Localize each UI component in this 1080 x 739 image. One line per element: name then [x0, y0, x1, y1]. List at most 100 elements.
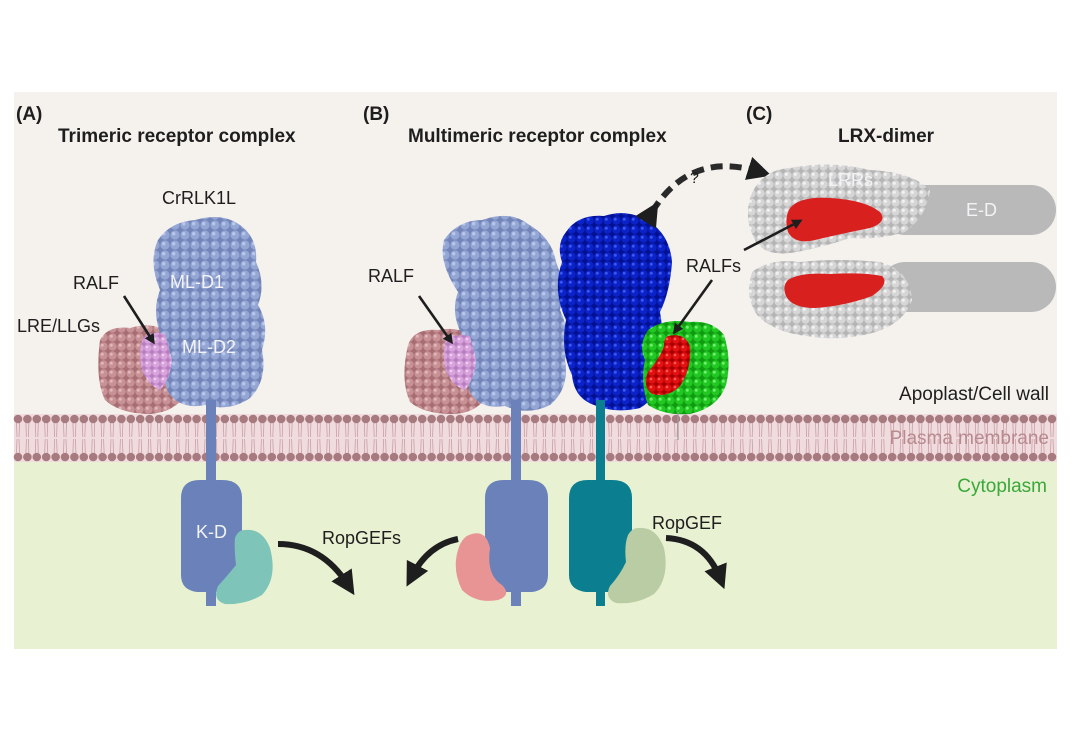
- lipid-head: [681, 414, 690, 424]
- lipid-head: [671, 414, 681, 424]
- lipid-head: [135, 414, 145, 424]
- lipid-tail: [260, 422, 265, 454]
- lipid-tail: [382, 422, 387, 454]
- lipid-tail: [674, 422, 678, 454]
- lipid-head: [70, 414, 79, 424]
- lipid-head: [812, 452, 822, 462]
- lipid-head: [624, 452, 634, 462]
- lipid-head: [60, 414, 70, 424]
- lipid-head: [981, 452, 991, 462]
- lipid-head: [98, 414, 107, 424]
- lipid-head: [981, 414, 991, 424]
- lipid-head: [944, 452, 953, 462]
- lipid-head: [267, 414, 277, 424]
- lipid-head: [953, 452, 963, 462]
- lipid-head: [314, 452, 324, 462]
- lipid-tail: [307, 422, 312, 454]
- lipid-head: [126, 452, 136, 462]
- lipid-head: [972, 452, 982, 462]
- ralfs-label: RALFs: [686, 256, 742, 276]
- lipid-head: [182, 414, 192, 424]
- lipid-head: [793, 452, 803, 462]
- lipid-head: [1028, 414, 1038, 424]
- lipid-tail: [580, 422, 584, 454]
- lipid-head: [784, 414, 794, 424]
- lipid-head: [408, 414, 418, 424]
- lipid-head: [342, 452, 352, 462]
- lipid-head: [182, 452, 192, 462]
- lipid-tail: [166, 422, 171, 454]
- lipid-head: [502, 414, 512, 424]
- lipid-head: [399, 452, 408, 462]
- lipid-head: [455, 452, 465, 462]
- lipid-head: [916, 414, 925, 424]
- lipid-head: [220, 414, 230, 424]
- lipid-head: [427, 452, 436, 462]
- lipid-tail: [110, 422, 114, 454]
- lipid-tail: [918, 422, 923, 454]
- lipid-head: [107, 452, 117, 462]
- lipid-tail: [843, 422, 848, 454]
- lipid-head: [446, 452, 455, 462]
- lipid-head: [276, 414, 286, 424]
- panel-a-trimeric-complex: [98, 216, 355, 606]
- lipid-head: [812, 414, 822, 424]
- lipid-head: [831, 452, 841, 462]
- lipid-head: [60, 452, 70, 462]
- lipid-head: [991, 452, 1000, 462]
- lipid-head: [145, 414, 154, 424]
- lipid-tail: [504, 422, 509, 454]
- lipid-head: [605, 452, 615, 462]
- lrrs-label: LRRs: [828, 170, 874, 190]
- lipid-head: [925, 414, 935, 424]
- lipid-head: [323, 452, 333, 462]
- lipid-tail: [222, 422, 227, 454]
- lipid-head: [934, 414, 944, 424]
- lipid-tail: [316, 422, 321, 454]
- lipid-head: [305, 452, 314, 462]
- lipid-head: [267, 452, 277, 462]
- lipid-head: [305, 414, 314, 424]
- lipid-head: [934, 452, 944, 462]
- lipid-tail: [683, 422, 688, 454]
- lipid-head: [154, 452, 164, 462]
- lipid-tail: [44, 422, 49, 454]
- lipid-head: [972, 414, 982, 424]
- lipid-head: [474, 452, 483, 462]
- lipid-head: [79, 452, 89, 462]
- lipid-tail: [946, 422, 951, 454]
- lipid-head: [164, 414, 173, 424]
- lipid-tail: [194, 422, 199, 454]
- ml-d2-label: ML-D2: [182, 337, 237, 357]
- lipid-tail: [739, 422, 744, 454]
- lipid-head: [417, 452, 427, 462]
- lipid-head: [493, 452, 502, 462]
- interaction-dashed-arrow: [635, 156, 772, 229]
- lipid-tail: [777, 422, 782, 454]
- lipid-head: [1028, 452, 1038, 462]
- lipid-tail: [429, 422, 434, 454]
- ropgef-label: RopGEF: [652, 513, 723, 533]
- lipid-tail: [533, 422, 537, 454]
- plasma-membrane-label: Plasma membrane: [889, 428, 1049, 449]
- lipid-head: [634, 414, 643, 424]
- lipid-tail: [758, 422, 763, 454]
- panel-c-lrx-dimer: [743, 164, 1056, 339]
- lipid-head: [41, 452, 51, 462]
- lipid-tail: [288, 422, 293, 454]
- ropgef-protein: [216, 529, 273, 605]
- lipid-tail: [439, 422, 443, 454]
- lipid-head: [361, 414, 371, 424]
- lipid-head: [549, 414, 559, 424]
- lipid-head: [1047, 452, 1057, 462]
- lipid-head: [464, 414, 474, 424]
- lipid-head: [192, 414, 201, 424]
- kinase-domain: [181, 480, 242, 592]
- lipid-head: [690, 452, 700, 462]
- lipid-tail: [805, 422, 810, 454]
- lipid-head: [699, 452, 709, 462]
- ralf-peptide-top: [786, 197, 883, 242]
- lipid-head: [756, 414, 765, 424]
- lipid-tail: [984, 422, 989, 454]
- lipid-tail: [138, 422, 143, 454]
